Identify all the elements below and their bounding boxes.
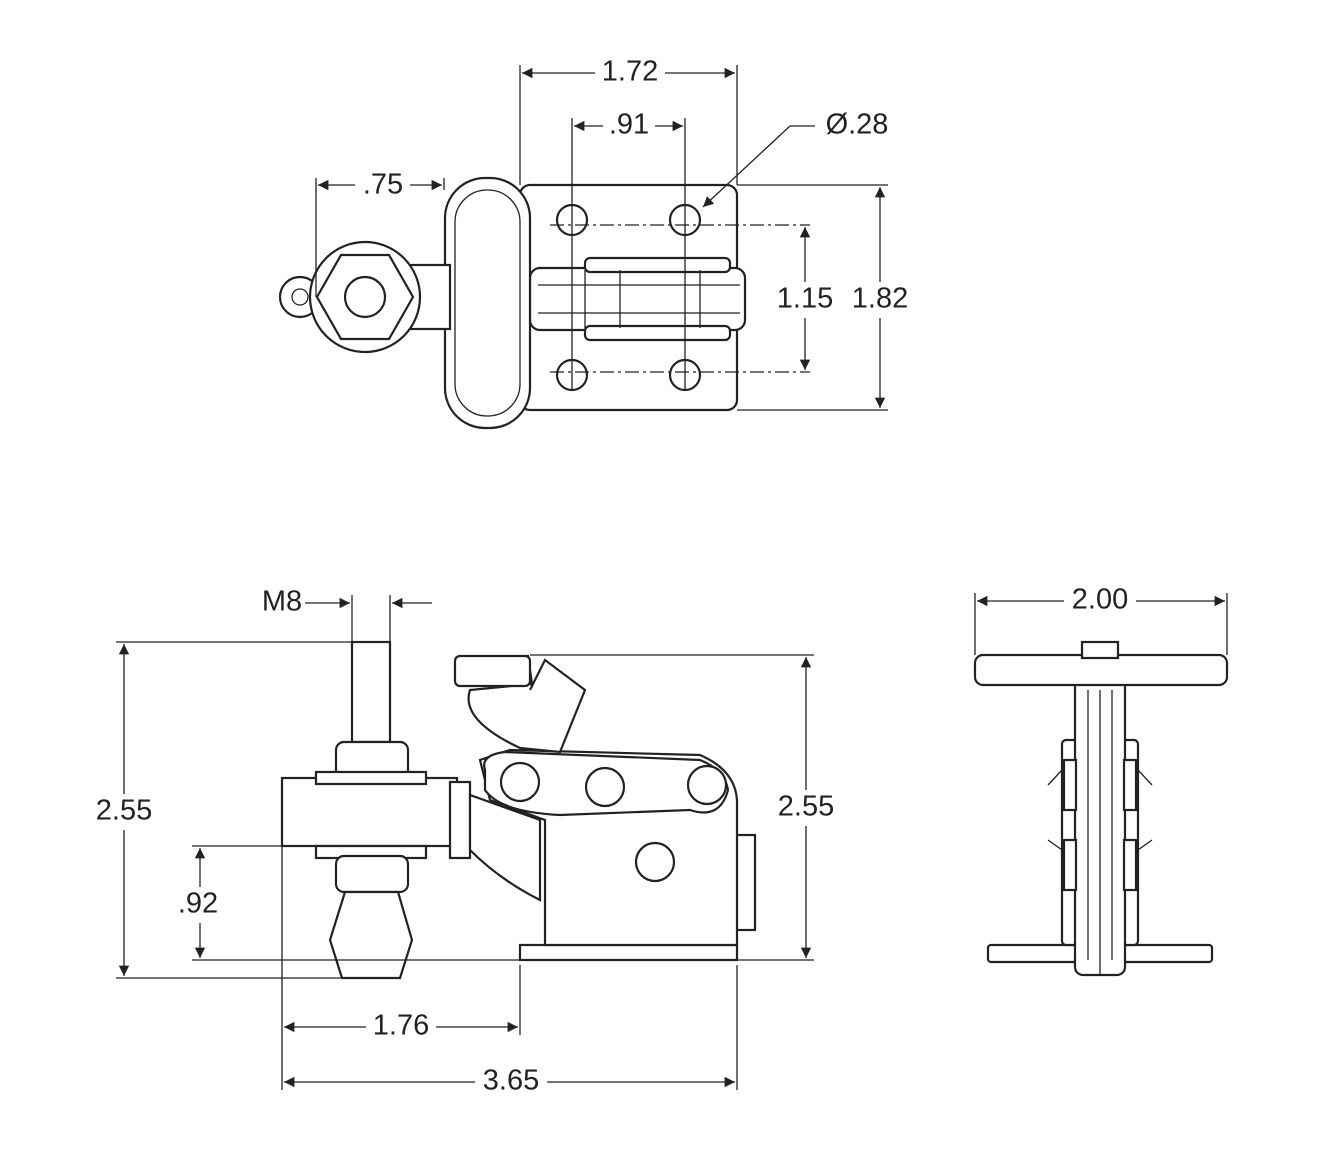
dimension-label: M8 [262,586,302,618]
dimension-label: .91 [609,109,649,141]
link-bar [583,324,732,342]
pivot-hole [634,841,676,883]
dimension-handle-width: 2.00 [974,584,1228,655]
top-view: 1.72 .91 Ø.28 .75 1.15 [278,56,914,430]
dimension-label: 1.76 [373,1010,429,1042]
dimension-label: 1.72 [602,56,658,88]
dimension-overall-height-left: 2.55 [88,641,352,979]
mounting-holes [555,203,702,392]
pin-head [1122,758,1138,812]
threaded-spindle [350,640,392,744]
handle-grip [453,654,532,688]
dimension-label: 3.65 [483,1065,539,1097]
dimension-hole-spacing-y: 1.15 [772,227,838,370]
pin-head [1122,838,1138,892]
dimension-overall-depth: 1.82 [737,184,914,411]
dimension-label: Ø.28 [826,109,889,141]
dimension-thread: M8 [262,586,432,642]
spindle-pad [328,890,414,980]
pivot-pin [584,766,626,808]
pin-head [1062,758,1078,812]
side-view: 2.00 [973,584,1229,977]
dimension-label: 1.15 [777,283,833,315]
dimension-label: 2.55 [778,791,834,823]
pivot-pin [499,761,541,803]
dimension-reach: 1.76 [281,846,521,1090]
dimension-hole-spacing-x: .91 [571,109,686,390]
handle-lever [454,654,587,754]
lower-nut [334,854,410,894]
dimension-label: 1.82 [852,283,908,315]
link-bar [583,256,732,274]
handle-hub [1080,640,1120,660]
base-flange [518,943,739,962]
dimension-label: 2.00 [1072,584,1128,616]
front-view: M8 2.55 .92 2.55 1.76 [88,586,842,1099]
handle-grip [973,653,1229,687]
dimension-label: 2.55 [96,795,152,827]
dimension-overall-height-right: 2.55 [530,654,842,961]
handle [443,176,532,430]
spindle-bolt [343,275,387,319]
dimension-label: .75 [363,169,403,201]
dimension-overall-width: 1.72 [519,56,738,185]
pivot-pin [686,764,728,806]
pin-head [1062,838,1078,892]
dimension-hole-diameter: Ø.28 [702,109,889,208]
dimension-label: .92 [178,888,218,920]
dimension-spindle-height: .92 [168,845,520,961]
washer [314,770,428,786]
spindle-arm [280,776,459,848]
linkage-arm [528,266,747,332]
dimension-overall-length: 3.65 [284,965,738,1099]
dimension-spindle-offset: .75 [315,169,445,297]
